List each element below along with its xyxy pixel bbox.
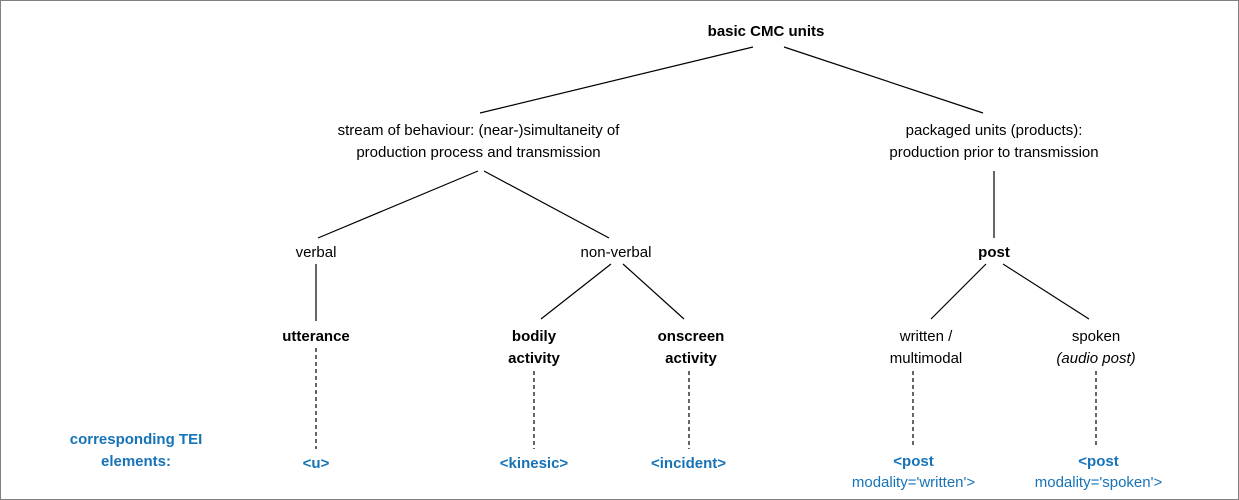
non-verbal-node: non-verbal xyxy=(580,244,652,261)
edge-post-spoken xyxy=(1002,263,1090,320)
stream-node-line1: stream of behaviour: (near-)simultaneity… xyxy=(337,122,620,139)
tei-element-u: <u> xyxy=(302,455,330,472)
bodily-line1: bodily xyxy=(511,328,557,345)
onscreen-line2: activity xyxy=(665,350,717,367)
edge-stream-nonverbal xyxy=(483,170,610,239)
packaged-node-line2: production prior to transmission xyxy=(889,144,1099,161)
tei-element-incident: <incident> xyxy=(650,455,727,472)
post-written-line2: modality='written'> xyxy=(851,474,976,491)
tei-element-kinesic: <kinesic> xyxy=(499,455,569,472)
spoken-node: spoken (audio post) xyxy=(1036,326,1156,370)
stream-of-behaviour-node: stream of behaviour: (near-)simultaneity… xyxy=(276,120,681,164)
packaged-units-node: packaged units (products): production pr… xyxy=(844,120,1144,164)
edge-stream-verbal xyxy=(317,170,479,239)
spoken-line2-audio-post: (audio post) xyxy=(1056,350,1136,367)
tei-elements-label: corresponding TEI elements: xyxy=(36,429,236,473)
onscreen-line1: onscreen xyxy=(657,328,725,345)
bodily-activity-node: bodily activity xyxy=(484,326,584,370)
edge-nonverbal-bodily xyxy=(540,263,612,320)
written-line2: multimodal xyxy=(889,350,963,367)
spoken-line1: spoken xyxy=(1071,328,1121,345)
written-line1: written / xyxy=(899,328,953,345)
edge-root-packaged xyxy=(783,46,984,114)
verbal-node: verbal xyxy=(295,244,337,261)
post-spoken-line1: <post xyxy=(1078,453,1119,470)
root-node-basic-cmc-units: basic CMC units xyxy=(707,23,825,40)
utterance-node: utterance xyxy=(282,328,350,345)
tei-label-line2: elements: xyxy=(100,453,172,470)
post-written-line1: <post xyxy=(893,453,934,470)
post-spoken-line2: modality='spoken'> xyxy=(1034,474,1163,491)
bodily-line2: activity xyxy=(508,350,560,367)
post-node: post xyxy=(978,244,1010,261)
written-multimodal-node: written / multimodal xyxy=(866,326,986,370)
tei-element-post-written: <post modality='written'> xyxy=(831,451,996,493)
edge-root-stream xyxy=(479,46,754,114)
packaged-node-line1: packaged units (products): xyxy=(905,122,1083,139)
tei-label-line1: corresponding TEI xyxy=(69,431,203,448)
stream-node-line2: production process and transmission xyxy=(356,144,601,161)
edge-post-written xyxy=(930,263,987,320)
onscreen-activity-node: onscreen activity xyxy=(631,326,751,370)
tei-element-post-spoken: <post modality='spoken'> xyxy=(1016,451,1181,493)
edge-nonverbal-onscreen xyxy=(622,263,685,320)
